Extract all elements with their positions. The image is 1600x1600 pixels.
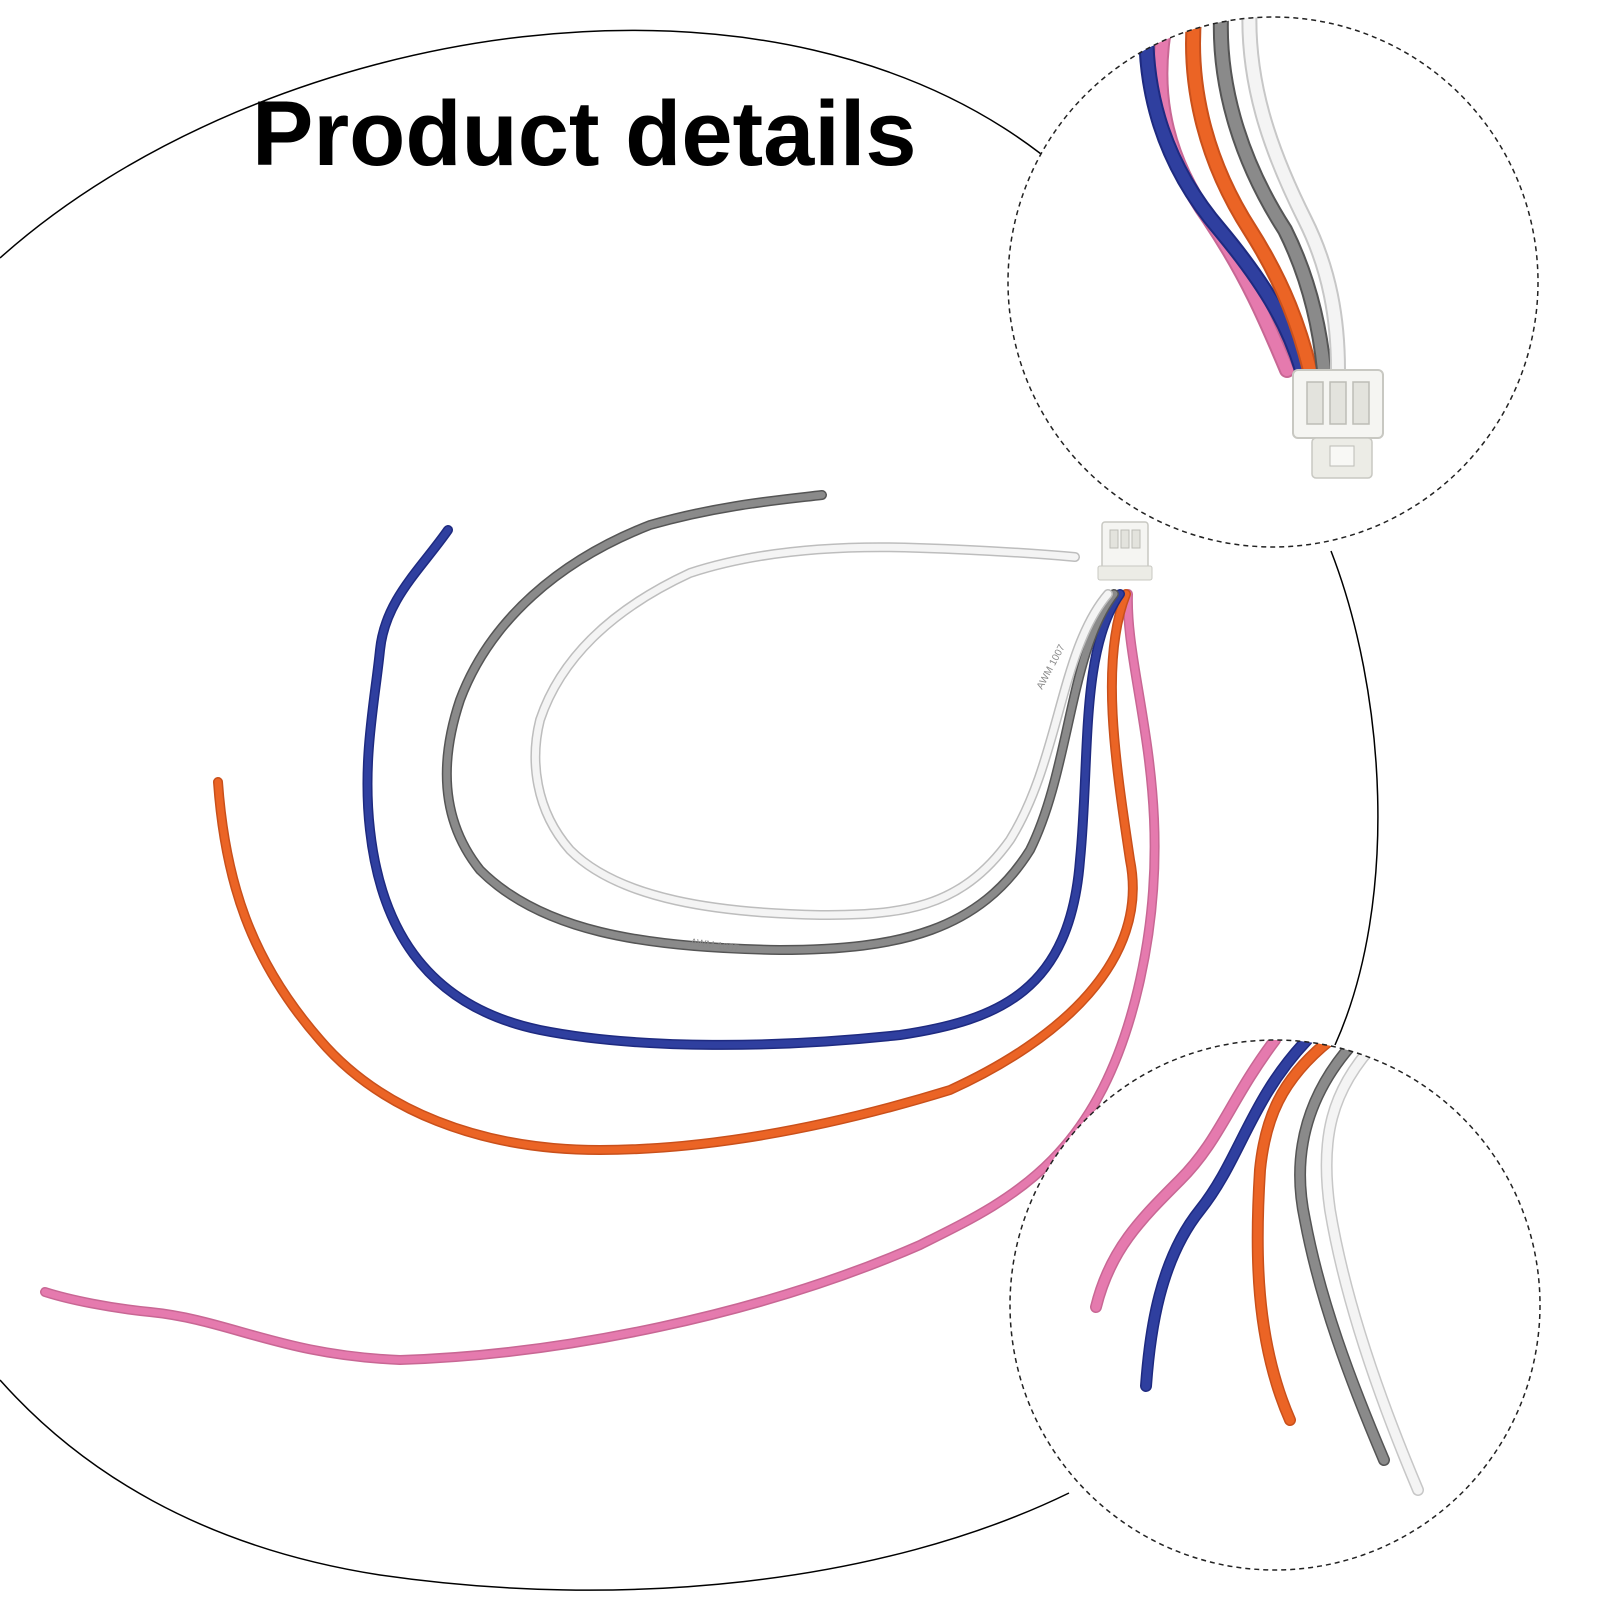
- page-title: Product details: [252, 83, 917, 185]
- orange-wire: [213, 589, 1138, 1156]
- background-circle: [0, 29, 1379, 1591]
- wire-harness: AWM 1007 AWM 1007: [40, 490, 1160, 1366]
- white-wire: [530, 542, 1113, 921]
- zoom-connector: [1292, 369, 1384, 479]
- wire-connector: [1097, 521, 1153, 581]
- gray-wire: [441, 490, 1119, 956]
- pink-wire: [40, 589, 1160, 1366]
- blue-wire: [362, 525, 1125, 1050]
- connector-zoom-view: [1007, 16, 1539, 548]
- wire-ends-zoom-view: [1009, 1039, 1541, 1571]
